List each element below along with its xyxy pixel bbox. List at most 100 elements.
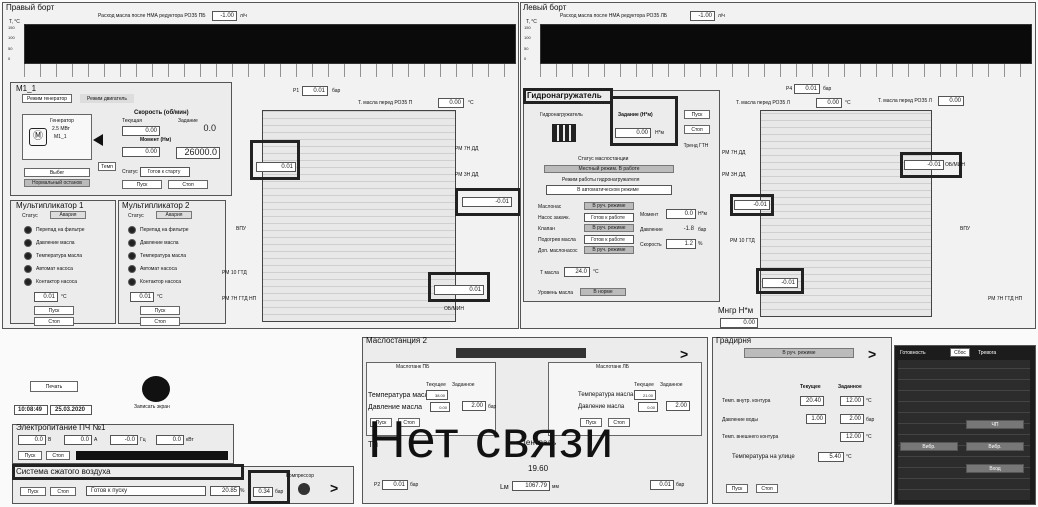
- oil2-left-press-label: Давление масла: [368, 404, 422, 411]
- oil2-status-bar: [456, 348, 586, 358]
- outer-contour-unit: °C: [866, 434, 872, 440]
- mult2-stop-button[interactable]: Стоп: [140, 317, 180, 326]
- mult2-item: Автомат насоса: [140, 266, 177, 272]
- oil2-left-press-set[interactable]: 2.00: [462, 401, 486, 411]
- oil2-right-stop-button[interactable]: Стоп: [608, 418, 630, 427]
- oil2-left-start-button[interactable]: Пуск: [370, 418, 392, 427]
- tab-generator-mode[interactable]: Режим генератор: [22, 94, 72, 103]
- power-v3: -0.0: [110, 435, 138, 445]
- generator-box: [22, 114, 92, 160]
- led-indicator: [128, 278, 136, 286]
- screen-capture-label[interactable]: Записать экран: [134, 404, 170, 410]
- tab-engine-mode[interactable]: Режим двигатель: [80, 94, 134, 103]
- right-box1-value: 0.01: [256, 162, 296, 172]
- y-tick: 150: [524, 25, 531, 30]
- hydro-stop-button[interactable]: Стоп: [684, 125, 710, 134]
- hydro-row-value: В руч. режиме: [584, 202, 634, 210]
- right-rpm-label: ОБ/МИН: [444, 306, 464, 312]
- compressor-icon[interactable]: [298, 483, 310, 495]
- engine-label: РМ 7Н ГТД НП: [222, 296, 257, 302]
- oil2-p2-unit: бар: [410, 482, 419, 488]
- water-pressure-set[interactable]: 2.00: [840, 414, 864, 424]
- power-status-bar: [76, 451, 228, 460]
- mult1-start-button[interactable]: Пуск: [34, 306, 74, 315]
- hydro-row-value: В руч. режиме: [584, 224, 634, 232]
- hydro-row-name: Клапан: [538, 226, 555, 232]
- mult1-title: Мультипликатор 1: [16, 201, 84, 210]
- oil2-left-stop-button[interactable]: Стоп: [398, 418, 420, 427]
- m1-stop-button[interactable]: Стоп: [168, 180, 208, 189]
- engine-label: РМ 3Н ДД: [455, 172, 479, 178]
- left-flow-value[interactable]: -1.00: [690, 11, 715, 21]
- engine-label: РМ 10 ГТД: [222, 270, 247, 276]
- left-box1-value: -0.01: [904, 160, 944, 170]
- left-highlight-3: [756, 268, 804, 294]
- hydro-setpoint-value[interactable]: 0.00: [615, 128, 651, 138]
- right-t-unit: °C: [468, 100, 474, 106]
- left-flow-label: Расход масла после НМА редуктора РОЗ5 ЛБ: [560, 13, 668, 19]
- mult2-temp-value: 0.01: [130, 292, 154, 302]
- led-indicator: [128, 265, 136, 273]
- led-indicator: [24, 278, 32, 286]
- play-left-icon[interactable]: [93, 134, 103, 146]
- hydro-row-name: Насос закачк.: [538, 215, 570, 221]
- print-button[interactable]: Печать: [30, 381, 78, 392]
- led-indicator: [24, 239, 32, 247]
- inner-contour-set[interactable]: 12.00: [840, 396, 864, 406]
- right-highlight-3: [428, 272, 490, 302]
- temp-button[interactable]: Темп: [98, 162, 116, 171]
- y-tick: 100: [8, 35, 15, 41]
- air-start-button[interactable]: Пуск: [20, 487, 46, 496]
- torque-setpoint-value[interactable]: 26000.0: [176, 147, 220, 159]
- oil2-expand-arrow[interactable]: >: [680, 346, 689, 362]
- outer-contour-set[interactable]: 12.00: [840, 432, 864, 442]
- oil2-right-cur-label: Текущее: [634, 382, 654, 388]
- right-p1-label: P1: [293, 88, 300, 94]
- oil-level-label: Уровень масла: [538, 290, 574, 296]
- left-highlight-1: [900, 152, 962, 178]
- hydro-setpoint-label: Задание (Н*м): [618, 112, 653, 118]
- speed-setpoint-value[interactable]: 0.0: [203, 123, 216, 133]
- air-expand-arrow[interactable]: >: [330, 480, 339, 496]
- gen-power: 2.5 МВт: [52, 126, 70, 132]
- right-engine-schematic: [262, 110, 456, 322]
- speed-setpoint-label: Задание: [178, 118, 198, 124]
- power-v2: 0.0: [64, 435, 92, 445]
- mult2-start-button[interactable]: Пуск: [140, 306, 180, 315]
- inner-contour-label: Темп. внутр. контура: [722, 398, 771, 404]
- gradirnya-stop-button[interactable]: Стоп: [756, 484, 778, 493]
- right-trend-chart[interactable]: [24, 24, 516, 64]
- oil2-tm-value: 19.60: [528, 464, 549, 473]
- select-button[interactable]: Выбег: [24, 168, 90, 177]
- gradirnya-expand-arrow[interactable]: >: [868, 346, 877, 362]
- mult1-stop-button[interactable]: Стоп: [34, 317, 74, 326]
- readiness-cell: Вибр.: [900, 442, 958, 451]
- right-flow-value[interactable]: -1.00: [212, 11, 237, 21]
- oil2-right-press-set[interactable]: 2.00: [666, 401, 690, 411]
- m1-start-button[interactable]: Пуск: [122, 180, 162, 189]
- oil2-right-start-button[interactable]: Пуск: [580, 418, 602, 427]
- left-highlight-2: [730, 194, 774, 216]
- chart-y-ticks-right: 150 100 50 0: [8, 25, 15, 61]
- hydro-trend-button[interactable]: Тренд ГТН: [683, 143, 709, 149]
- camera-icon[interactable]: [142, 376, 170, 402]
- gradirnya-mode: В руч. режиме: [744, 348, 854, 358]
- engine-label: РМ 3Н ДД: [722, 172, 746, 178]
- y-tick: 100: [524, 35, 531, 41]
- oil2-title: Маслостанция 2: [366, 336, 427, 345]
- readiness-col2[interactable]: Сбос: [950, 348, 970, 357]
- water-pressure-label: Давление воды: [722, 417, 758, 423]
- hydro-row-name: Доп. маслонасос: [538, 248, 578, 254]
- left-trend-chart[interactable]: [540, 24, 1032, 64]
- left-t-unit: °C: [845, 100, 851, 106]
- hydro-mode-value: В автоматическом режиме: [546, 185, 672, 195]
- right-highlight-1: [250, 140, 300, 180]
- oil-level-value: В норме: [580, 288, 626, 296]
- gradirnya-start-button[interactable]: Пуск: [726, 484, 748, 493]
- hydro-start-button[interactable]: Пуск: [684, 110, 710, 119]
- power-stop-button[interactable]: Стоп: [46, 451, 70, 460]
- y-tick: 0: [8, 55, 11, 61]
- air-stop-button[interactable]: Стоп: [50, 487, 76, 496]
- moment-unit: Н*м: [698, 211, 707, 217]
- power-start-button[interactable]: Пуск: [18, 451, 42, 460]
